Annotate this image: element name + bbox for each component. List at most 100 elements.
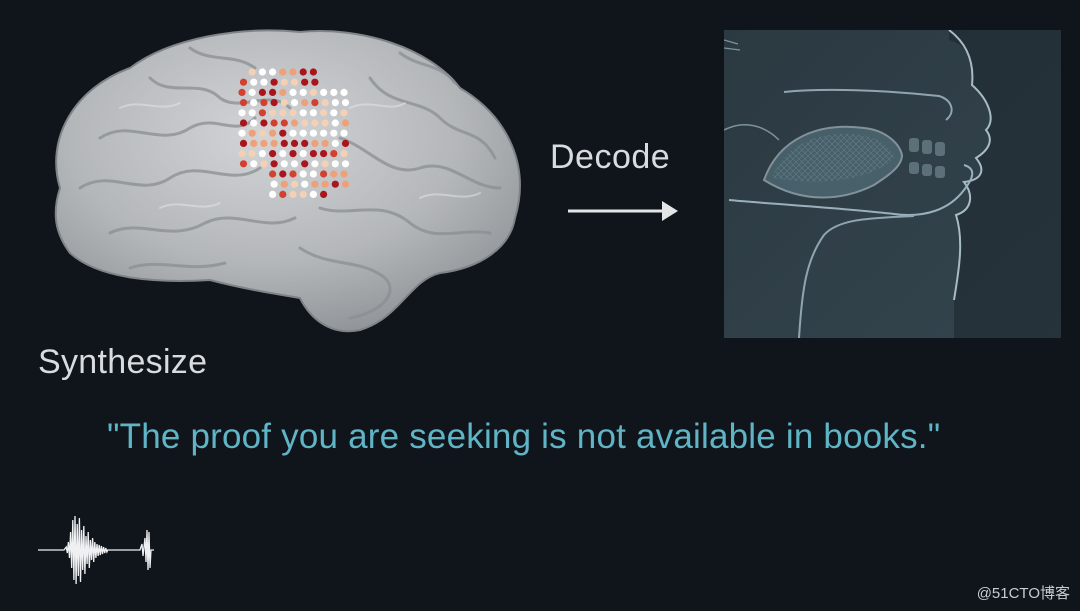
electrode-dot bbox=[309, 190, 317, 198]
electrode-dot bbox=[340, 109, 348, 117]
electrode-dot bbox=[289, 170, 297, 178]
electrode-dot bbox=[301, 139, 309, 147]
electrode-dot bbox=[279, 150, 287, 158]
electrode-dot bbox=[321, 119, 329, 127]
electrode-dot bbox=[309, 150, 317, 158]
electrode-dot bbox=[311, 160, 319, 168]
synthesize-label: Synthesize bbox=[38, 343, 208, 381]
electrode-dot bbox=[309, 129, 317, 137]
electrode-dot bbox=[299, 68, 307, 76]
electrode-dot bbox=[290, 99, 299, 107]
electrode-dot bbox=[299, 150, 307, 158]
electrode-dot bbox=[330, 170, 338, 178]
electrode-dot bbox=[258, 88, 266, 96]
electrode-dot bbox=[280, 78, 288, 86]
electrode-dot bbox=[250, 139, 258, 147]
electrode-dot bbox=[260, 99, 268, 107]
electrode-dot bbox=[280, 119, 288, 127]
electrode-dot bbox=[341, 160, 350, 168]
electrode-dot bbox=[239, 160, 248, 168]
electrode-dot bbox=[248, 88, 256, 96]
electrode-dot bbox=[320, 190, 328, 198]
electrode-dot bbox=[330, 129, 338, 137]
electrode-dot bbox=[270, 139, 278, 147]
electrode-dot bbox=[269, 129, 277, 137]
electrode-dot bbox=[299, 170, 307, 178]
electrode-dot bbox=[311, 139, 319, 147]
electrode-dot bbox=[340, 170, 348, 178]
electrode-dot bbox=[340, 88, 348, 96]
electrode-array bbox=[238, 68, 350, 198]
electrode-dot bbox=[269, 109, 277, 117]
vocal-tract-illustration bbox=[724, 30, 1061, 338]
electrode-dot bbox=[309, 109, 317, 117]
electrode-dot bbox=[309, 170, 317, 178]
electrode-dot bbox=[248, 150, 256, 158]
electrode-dot bbox=[248, 68, 256, 76]
waveform-trace bbox=[38, 515, 154, 585]
electrode-dot bbox=[279, 109, 287, 117]
electrode-dot bbox=[269, 190, 277, 198]
electrode-dot bbox=[289, 150, 297, 158]
electrode-dot bbox=[238, 88, 246, 96]
electrode-dot bbox=[321, 139, 329, 147]
electrode-dot bbox=[299, 88, 307, 96]
electrode-dot bbox=[289, 88, 297, 96]
electrode-dot bbox=[269, 150, 277, 158]
electrode-dot bbox=[311, 78, 319, 86]
electrode-dot bbox=[301, 78, 309, 86]
electrode-dot bbox=[239, 78, 248, 86]
electrode-dot bbox=[270, 119, 278, 127]
electrode-dot bbox=[260, 119, 268, 127]
electrode-dot bbox=[250, 119, 258, 127]
electrode-dot bbox=[341, 180, 350, 188]
electrode-dot bbox=[320, 170, 328, 178]
electrode-dot bbox=[270, 99, 278, 107]
electrode-dot bbox=[311, 119, 319, 127]
electrode-dot bbox=[239, 119, 248, 127]
audio-waveform-icon bbox=[38, 515, 154, 585]
electrode-dot bbox=[321, 160, 329, 168]
electrode-dot bbox=[260, 78, 268, 86]
electrode-dot bbox=[340, 129, 348, 137]
electrode-dot bbox=[279, 88, 287, 96]
electrode-dot bbox=[290, 160, 299, 168]
electrode-dot bbox=[289, 68, 297, 76]
electrode-dot bbox=[321, 99, 329, 107]
electrode-dot bbox=[280, 180, 288, 188]
electrode-dot bbox=[320, 109, 328, 117]
electrode-dot bbox=[279, 170, 287, 178]
electrode-dot bbox=[269, 88, 277, 96]
electrode-dot bbox=[311, 180, 319, 188]
electrode-dot bbox=[248, 129, 256, 137]
electrode-dot bbox=[238, 150, 246, 158]
electrode-dot bbox=[270, 160, 278, 168]
electrode-dot bbox=[289, 109, 297, 117]
decoded-sentence: "The proof you are seeking is not availa… bbox=[107, 417, 941, 456]
electrode-dot bbox=[309, 68, 317, 76]
electrode-dot bbox=[280, 139, 288, 147]
electrode-dot bbox=[269, 68, 277, 76]
electrode-dot bbox=[320, 150, 328, 158]
electrode-dot bbox=[331, 119, 339, 127]
electrode-dot bbox=[331, 160, 339, 168]
electrode-dot bbox=[280, 99, 288, 107]
right-arrow-icon bbox=[568, 201, 678, 221]
electrode-dot bbox=[301, 119, 309, 127]
electrode-dot bbox=[301, 180, 309, 188]
electrode-dot bbox=[341, 119, 350, 127]
electrode-dot bbox=[331, 99, 339, 107]
electrode-dot bbox=[270, 180, 278, 188]
electrode-dot bbox=[238, 109, 246, 117]
electrode-dot bbox=[258, 129, 266, 137]
electrode-dot bbox=[260, 139, 268, 147]
electrode-dot bbox=[258, 109, 266, 117]
decode-label: Decode bbox=[550, 138, 671, 176]
electrode-dot bbox=[250, 99, 258, 107]
electrode-dot bbox=[250, 160, 258, 168]
electrode-dot bbox=[279, 129, 287, 137]
electrode-dot bbox=[269, 170, 277, 178]
electrode-dot bbox=[239, 99, 248, 107]
electrode-dot bbox=[331, 139, 339, 147]
electrode-dot bbox=[301, 99, 309, 107]
